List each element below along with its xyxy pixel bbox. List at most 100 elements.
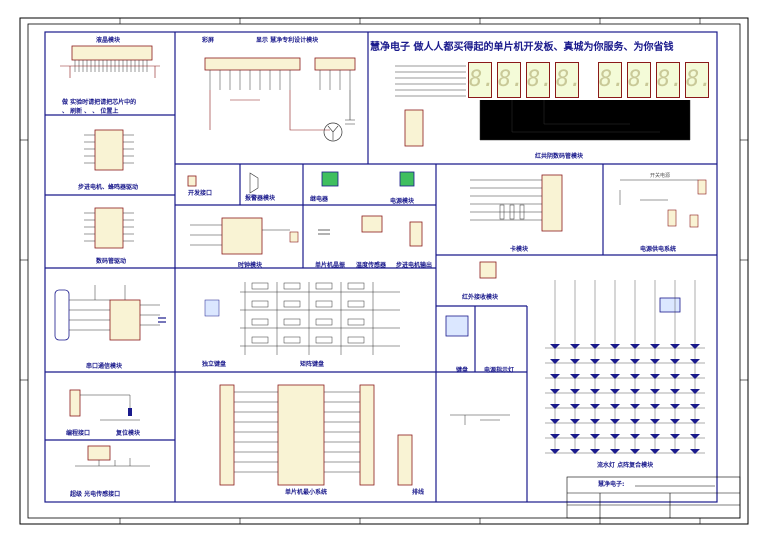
- mcu-min-system-drawing: [219, 384, 413, 486]
- zone-ticks: [20, 18, 748, 524]
- sensor-interface-drawing: [75, 445, 150, 467]
- seven-seg-digit-3: 8.: [526, 62, 554, 98]
- led-1-2: [590, 359, 600, 364]
- led-4-0: [550, 404, 560, 409]
- led-6-0: [550, 434, 560, 439]
- led-1-1: [570, 359, 580, 364]
- led-4-7: [690, 404, 700, 409]
- led-6-7: [690, 434, 700, 439]
- led-3-5: [650, 389, 660, 394]
- led-3-1: [570, 389, 580, 394]
- label-power-led: 电源指示灯: [484, 367, 515, 374]
- label-stepper: 步进电机、蜂鸣器驱动: [78, 184, 139, 191]
- label-header: 排线: [412, 489, 425, 496]
- label-matrix-keys: 矩阵键盘: [300, 361, 325, 368]
- led-3-3: [610, 389, 620, 394]
- keyboard-drawing: [204, 282, 400, 355]
- led-4-4: [630, 404, 640, 409]
- seven-seg-digit-7: 8.: [656, 62, 684, 98]
- label-power-mod: 电源模块: [390, 198, 415, 205]
- led-6-2: [590, 434, 600, 439]
- label-seven-seg: 红共阴数码管模块: [535, 153, 584, 160]
- led-2-3: [610, 374, 620, 379]
- title-block: [566, 476, 741, 519]
- label-digital-tube: 数码管驱动: [96, 258, 127, 265]
- led-5-5: [650, 419, 660, 424]
- seven-seg-digit-4: 8.: [555, 62, 583, 98]
- seven-seg-digit-8: 8.: [685, 62, 713, 98]
- led-matrix-leds: [550, 344, 700, 454]
- label-temp-sensor: 超级 光电传感接口: [70, 491, 121, 498]
- led-7-3: [610, 449, 620, 454]
- label-stepper-out: 步进电机输出: [396, 262, 433, 269]
- board-title: 慧净电子 做人人都买得起的单片机开发板、真城为你服务、为你省钱: [370, 42, 674, 53]
- led-2-4: [630, 374, 640, 379]
- led-1-7: [690, 359, 700, 364]
- led-7-5: [650, 449, 660, 454]
- seven-seg-digit-5: 8.: [598, 62, 626, 98]
- label-download: 编程接口: [66, 430, 91, 437]
- led-7-6: [670, 449, 680, 454]
- middle-small-modules: [187, 171, 423, 255]
- led-2-0: [550, 374, 560, 379]
- led-0-5: [650, 344, 660, 349]
- module-dividers: [45, 32, 717, 502]
- led-0-1: [570, 344, 580, 349]
- display-module-drawing: [204, 57, 356, 142]
- led-3-6: [670, 389, 680, 394]
- label-tube: 彩屏: [202, 37, 215, 44]
- tube-driver-chip: [84, 207, 134, 249]
- lcd-module-drawing: [60, 45, 160, 78]
- label-serial: 串口通信模块: [86, 363, 123, 370]
- led-5-7: [690, 419, 700, 424]
- led-matrix-grid: [545, 280, 705, 454]
- label-display: 显示 慧净专利设计模块: [256, 37, 319, 44]
- seven-seg-digit-6: 8.: [627, 62, 655, 98]
- led-4-5: [650, 404, 660, 409]
- led-3-4: [630, 389, 640, 394]
- seven-seg-digit-1: 8.: [468, 62, 496, 98]
- led-5-4: [630, 419, 640, 424]
- label-clock: 时钟模块: [238, 262, 263, 269]
- led-4-1: [570, 404, 580, 409]
- label-dev-port: 开发接口: [188, 190, 213, 197]
- led-1-5: [650, 359, 660, 364]
- label-ir-receiver: 红外接收模块: [462, 294, 499, 301]
- led-7-0: [550, 449, 560, 454]
- label-reset: 复位模块: [116, 430, 141, 437]
- label-lcd: 液晶模块: [96, 37, 121, 44]
- led-4-2: [590, 404, 600, 409]
- label-lcd-note: 做 实验时请把请把芯片中的: [62, 99, 137, 106]
- led-1-4: [630, 359, 640, 364]
- stepper-driver-chip: [84, 129, 134, 171]
- label-mcu-min: 单片机最小系统: [285, 489, 328, 496]
- led-2-1: [570, 374, 580, 379]
- led-1-6: [670, 359, 680, 364]
- led-4-6: [670, 404, 680, 409]
- label-ad-da: 卡模块: [510, 246, 529, 253]
- led-6-4: [630, 434, 640, 439]
- led-0-6: [670, 344, 680, 349]
- seven-seg-leads: [395, 65, 691, 147]
- led-0-2: [590, 344, 600, 349]
- serial-module-drawing: [54, 285, 166, 341]
- led-5-6: [670, 419, 680, 424]
- led-5-2: [590, 419, 600, 424]
- label-relay: 继电器: [310, 196, 329, 203]
- led-2-6: [670, 374, 680, 379]
- led-7-1: [570, 449, 580, 454]
- label-led-matrix: 流水灯 点阵复合模块: [597, 462, 654, 469]
- led-3-7: [690, 389, 700, 394]
- led-3-0: [550, 389, 560, 394]
- led-0-4: [630, 344, 640, 349]
- led-5-0: [550, 419, 560, 424]
- led-3-2: [590, 389, 600, 394]
- label-buzzer: 报警器模块: [245, 195, 276, 202]
- label-motor: 电源供电系统: [640, 246, 677, 253]
- led-7-2: [590, 449, 600, 454]
- led-7-7: [690, 449, 700, 454]
- label-name-block: 慧净电子:: [598, 481, 625, 488]
- led-1-3: [610, 359, 620, 364]
- led-4-3: [610, 404, 620, 409]
